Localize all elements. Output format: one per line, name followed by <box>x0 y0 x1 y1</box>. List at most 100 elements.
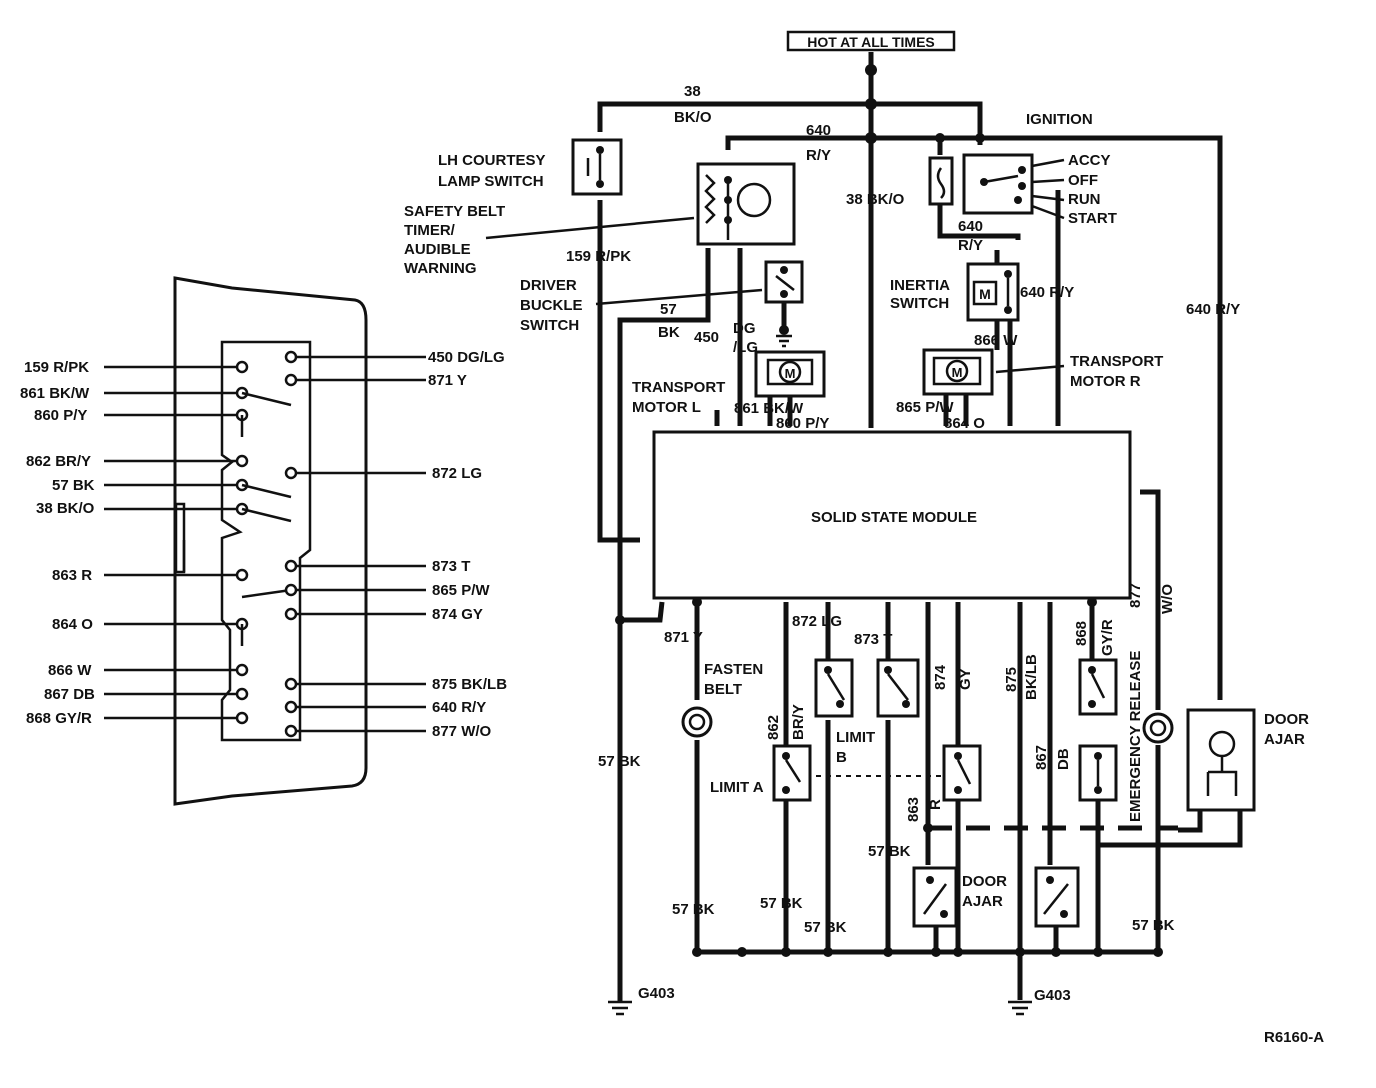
junction-dot <box>953 947 963 957</box>
junction-dot <box>737 947 747 957</box>
pin-label-874: 874 GY <box>432 606 483 623</box>
pin-label-872: 872 LG <box>432 465 482 482</box>
door-ajar-switch-1: DOOR AJAR <box>912 866 1007 928</box>
ignition-accy: ACCY <box>1068 152 1111 169</box>
left-pin-terminal <box>235 687 249 701</box>
w868-num: 868 <box>1073 621 1090 646</box>
ground-g403-right: G403 <box>1008 987 1071 1016</box>
w867-num: 867 <box>1033 745 1050 770</box>
right-pin-terminal <box>284 700 298 714</box>
door-ajar-switch-2 <box>1034 866 1080 928</box>
junction-dot <box>823 947 833 957</box>
connector-face <box>173 276 368 806</box>
transport-motor-r: M TRANSPORT MOTOR R <box>922 348 1163 396</box>
solid-state-module: SOLID STATE MODULE <box>652 430 1132 600</box>
ignition-start: START <box>1068 210 1117 227</box>
door-ajar-1-label-1: DOOR <box>962 873 1007 890</box>
limit-b-switch: LIMIT B <box>814 658 875 766</box>
w159: 159 R/PK <box>566 248 631 265</box>
right-pin-labels: 450 DG/LG 871 Y 872 LG 873 T 865 P/W 874… <box>428 349 507 740</box>
w871: 871 Y <box>664 629 703 646</box>
lh-courtesy-label-2: LAMP SWITCH <box>438 173 544 190</box>
driver-buckle-label-3: SWITCH <box>520 317 579 334</box>
ground-2-label: G403 <box>1034 987 1071 1004</box>
wire-labels: 38 BK/O 640 R/Y 38 BK/O 640 R/Y 159 R/PK… <box>566 83 1240 936</box>
left-pin-terminal <box>235 568 249 582</box>
transport-l-label-1: TRANSPORT <box>632 379 725 396</box>
hot-at-all-times: HOT AT ALL TIMES <box>786 30 956 428</box>
connector-right-pins <box>284 350 426 738</box>
w450-lg: /LG <box>733 339 758 356</box>
switch-873 <box>876 658 920 718</box>
junction-dot <box>781 947 791 957</box>
driver-buckle-label-1: DRIVER <box>520 277 577 294</box>
ignition-run: RUN <box>1068 191 1101 208</box>
gnd-57-d: 57 BK <box>804 919 847 936</box>
w38-num: 38 <box>684 83 701 100</box>
limit-a-switch: LIMIT A <box>710 744 812 802</box>
lh-courtesy-lamp-switch: LH COURTESY LAMP SWITCH <box>438 138 623 196</box>
pin-label-159: 159 R/PK <box>24 359 89 376</box>
connector-jumper <box>241 391 292 407</box>
w874-color: GY <box>957 668 974 690</box>
pin-label-868: 868 GY/R <box>26 710 92 727</box>
w862-num: 862 <box>765 715 782 740</box>
w877-num: 877 <box>1127 583 1144 608</box>
pin-label-864: 864 O <box>52 616 93 633</box>
junction-dots <box>615 133 1163 957</box>
pin-label-861: 861 BK/W <box>20 385 90 402</box>
pin-label-860: 860 P/Y <box>34 407 87 424</box>
w875-num: 875 <box>1003 667 1020 692</box>
pin-label-640: 640 R/Y <box>432 699 486 716</box>
left-pin-labels: 159 R/PK 861 BK/W 860 P/Y 862 BR/Y 57 BK… <box>20 359 95 727</box>
emergency-release-label: EMERGENCY RELEASE <box>1127 651 1144 822</box>
safety-belt-label-4: WARNING <box>404 260 477 277</box>
junction-dot <box>975 133 985 143</box>
motor-l-m: M <box>785 366 796 381</box>
limit-b-label-2: B <box>836 749 847 766</box>
w872: 872 LG <box>792 613 842 630</box>
door-ajar-lamp: DOOR AJAR <box>1186 708 1309 812</box>
left-pin-terminal <box>235 360 249 374</box>
w873: 873 T <box>854 631 892 648</box>
pin-label-877: 877 W/O <box>432 723 492 740</box>
right-pin-terminal <box>284 350 298 364</box>
transport-r-label-1: TRANSPORT <box>1070 353 1163 370</box>
inertia-label-2: SWITCH <box>890 295 949 312</box>
right-pin-terminal <box>284 373 298 387</box>
left-pin-terminal <box>235 663 249 677</box>
junction-dot <box>692 947 702 957</box>
gnd-57-f: 57 BK <box>1132 917 1175 934</box>
w640-ign-color: R/Y <box>958 237 983 254</box>
pin-label-865: 865 P/W <box>432 582 490 599</box>
w450-num: 450 <box>694 329 719 346</box>
w877-color: W/O <box>1159 584 1176 614</box>
pin-label-863: 863 R <box>52 567 92 584</box>
junction-dot <box>615 615 625 625</box>
junction-dot <box>923 823 933 833</box>
w861: 861 BK/W <box>734 400 804 417</box>
junction-dot <box>1051 947 1061 957</box>
right-pin-terminal <box>284 607 298 621</box>
transport-r-label-2: MOTOR R <box>1070 373 1141 390</box>
door-ajar-1-label-2: AJAR <box>962 893 1003 910</box>
emergency-release-lamp: EMERGENCY RELEASE <box>1127 651 1174 822</box>
w640-right: 640 R/Y <box>1186 301 1240 318</box>
inertia-m: M <box>979 286 991 302</box>
w863-color: R <box>927 799 944 810</box>
w57-color: BK <box>658 324 680 341</box>
junction-dot <box>1153 947 1163 957</box>
w865: 865 P/W <box>896 399 954 416</box>
junction-dot <box>883 947 893 957</box>
door-ajar-lamp-label-2: AJAR <box>1264 731 1305 748</box>
pin-label-862: 862 BR/Y <box>26 453 91 470</box>
motor-r-m: M <box>952 365 963 380</box>
fasten-belt-lamp: FASTEN BELT <box>681 661 763 738</box>
limit-a-label: LIMIT A <box>710 779 764 796</box>
w867-color: DB <box>1055 748 1072 770</box>
pin-label-866: 866 W <box>48 662 92 679</box>
pin-label-450: 450 DG/LG <box>428 349 505 366</box>
wires <box>597 101 1243 1002</box>
w875-color: BK/LB <box>1023 654 1040 700</box>
door-ajar-lamp-label-1: DOOR <box>1264 711 1309 728</box>
